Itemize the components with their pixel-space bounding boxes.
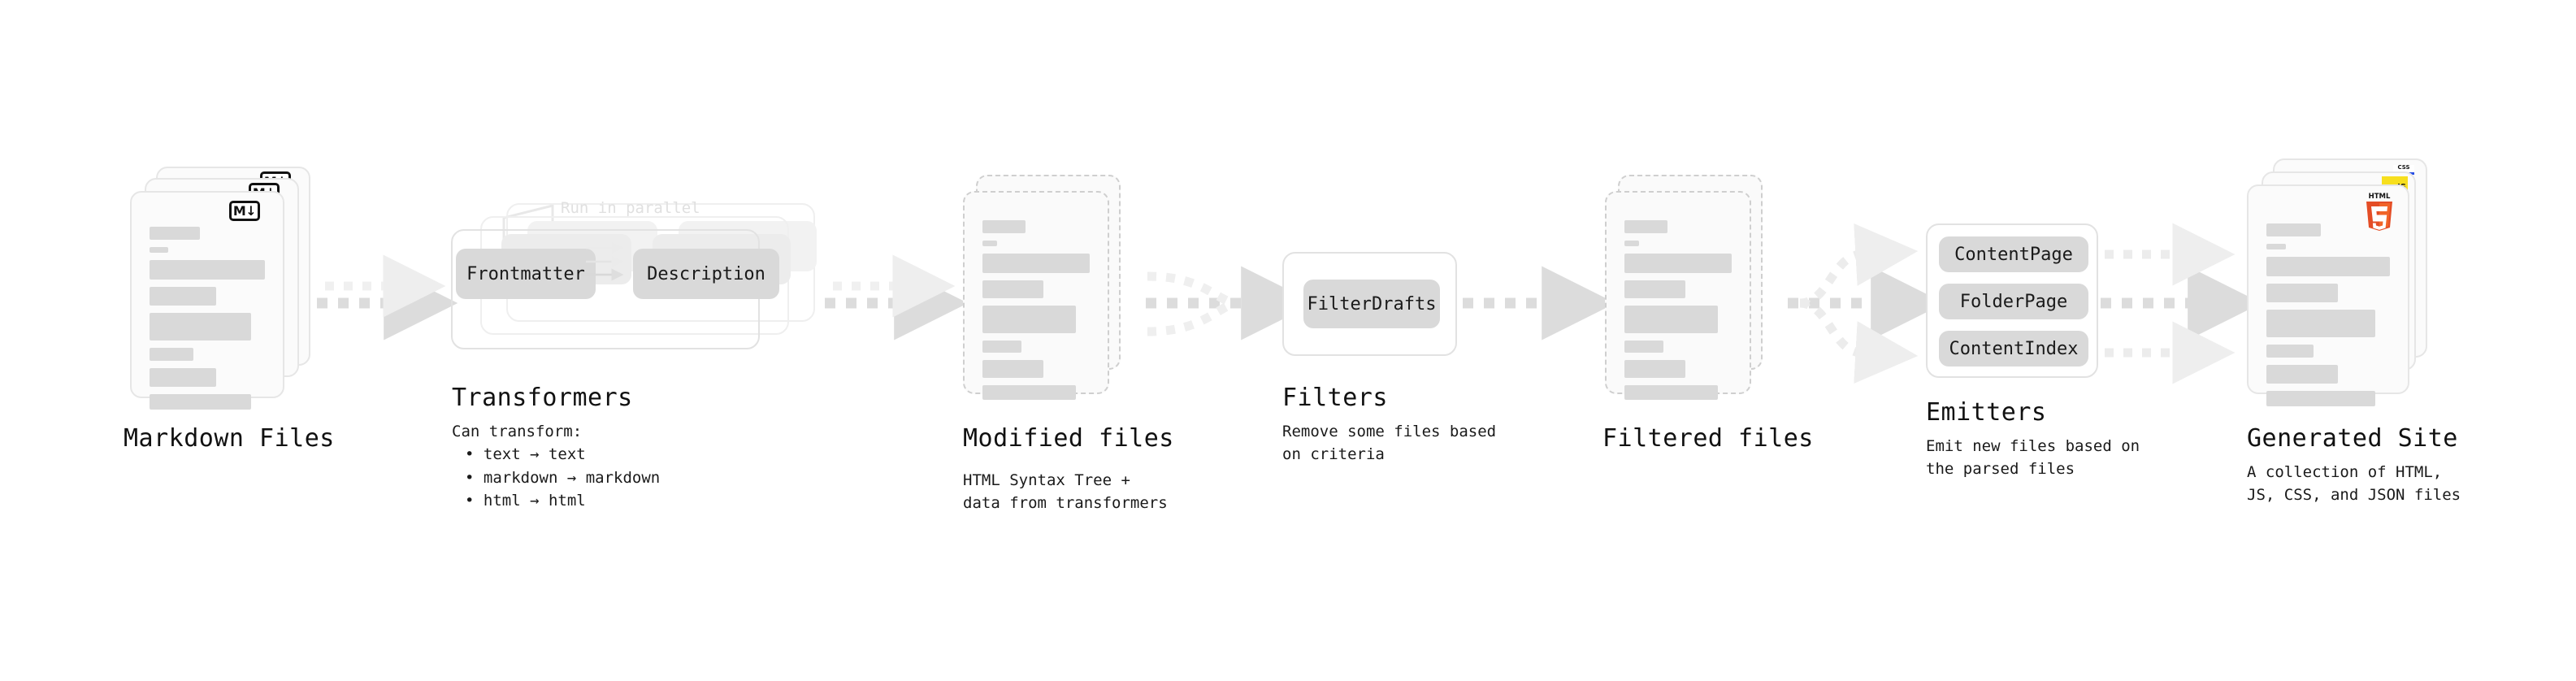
- skeleton-bar: [150, 368, 217, 387]
- skeleton-bar: [982, 220, 1026, 233]
- skeleton-bar: [1624, 220, 1667, 233]
- stage-generated-site: CSS JS HTML: [2247, 158, 2442, 406]
- arrow-transformers-to-modified: [825, 254, 969, 340]
- emitter-pill-contentindex[interactable]: ContentIndex: [1939, 331, 2088, 367]
- generated-site-subtitle: A collection of HTML, JS, CSS, and JSON …: [2247, 463, 2461, 504]
- modified-skeleton: [982, 220, 1090, 407]
- skeleton-bar: [982, 254, 1090, 273]
- label-generated-site: Generated Site: [2247, 424, 2458, 453]
- arrow-markdown-to-transformers: [317, 254, 458, 340]
- emitters-card: ContentPage FolderPage ContentIndex: [1926, 223, 2098, 378]
- skeleton-bar: [2266, 257, 2390, 276]
- markdown-card-front: M↓: [130, 191, 284, 410]
- arrow-emitters-to-site: [2101, 223, 2262, 384]
- transformers-bullet-list: text → text markdown → markdown html → h…: [465, 443, 660, 513]
- modified-card-front: [963, 191, 1109, 400]
- skeleton-bar: [1624, 241, 1640, 246]
- list-item: html → html: [465, 489, 660, 513]
- skeleton-bar: [1624, 340, 1663, 353]
- markdown-file-stack: M↓ M↓ M↓: [130, 167, 317, 410]
- callout-run-in-parallel: Run in parallel: [561, 199, 700, 217]
- skeleton-bar: [2266, 365, 2339, 384]
- skeleton-bar: [1624, 306, 1718, 333]
- arrow-modified-to-filters: [1146, 266, 1316, 340]
- emitter-pill-contentpage[interactable]: ContentPage: [1939, 236, 2088, 272]
- filters-card: FilterDrafts: [1282, 252, 1457, 356]
- skeleton-bar: [2266, 244, 2287, 249]
- skeleton-bar: [1624, 360, 1686, 378]
- markdown-skeleton: [150, 227, 265, 417]
- transformer-internal-arrows: [581, 241, 624, 281]
- modified-file-stack: [963, 175, 1150, 410]
- site-card-front: HTML: [2247, 184, 2409, 406]
- skeleton-bar: [150, 313, 251, 340]
- skeleton-bar: [982, 241, 998, 246]
- skeleton-bar: [1624, 385, 1718, 400]
- stage-filtered-files: [1605, 175, 1792, 410]
- skeleton-bar: [982, 340, 1021, 353]
- label-filters: Filters: [1282, 384, 1388, 412]
- skeleton-bar: [150, 348, 193, 361]
- generated-site-skeleton: [2266, 223, 2390, 414]
- filtered-skeleton: [1624, 220, 1732, 407]
- skeleton-bar: [2266, 345, 2314, 358]
- modified-files-subtitle: HTML Syntax Tree + data from transformer…: [963, 471, 1168, 512]
- transformer-pill-frontmatter[interactable]: Frontmatter: [456, 249, 596, 299]
- skeleton-bar: [150, 247, 168, 253]
- skeleton-bar: [982, 360, 1044, 378]
- filter-pill-filterdrafts[interactable]: FilterDrafts: [1303, 280, 1440, 328]
- stage-markdown-files: M↓ M↓ M↓: [130, 167, 317, 410]
- stage-transformers: Frontmatter Description: [451, 203, 825, 366]
- arrow-filtered-to-emitters: [1788, 223, 1945, 384]
- list-item: text → text: [465, 443, 660, 466]
- transformers-subtitle: Can transform:: [452, 423, 583, 440]
- emitter-pill-folderpage[interactable]: FolderPage: [1939, 284, 2088, 319]
- label-markdown-files: Markdown Files: [124, 424, 335, 453]
- skeleton-bar: [982, 306, 1076, 333]
- skeleton-bar: [150, 394, 251, 410]
- skeleton-bar: [150, 287, 217, 306]
- skeleton-bar: [1624, 254, 1732, 273]
- markdown-badge-icon: M↓: [229, 201, 260, 221]
- svg-text:HTML: HTML: [2369, 193, 2391, 201]
- skeleton-bar: [982, 385, 1076, 400]
- label-emitters: Emitters: [1926, 398, 2047, 427]
- list-item: markdown → markdown: [465, 466, 660, 490]
- filtered-card-front: [1605, 191, 1751, 400]
- skeleton-bar: [2266, 284, 2339, 302]
- skeleton-bar: [2266, 223, 2321, 236]
- label-transformers: Transformers: [452, 384, 633, 412]
- stage-emitters: ContentPage FolderPage ContentIndex: [1926, 223, 2098, 378]
- stage-filters: FilterDrafts: [1282, 252, 1457, 356]
- label-filtered-files: Filtered files: [1602, 424, 1814, 453]
- filters-subtitle: Remove some files based on criteria: [1282, 423, 1497, 463]
- skeleton-bar: [2266, 391, 2375, 406]
- emitters-subtitle: Emit new files based on the parsed files: [1926, 437, 2140, 478]
- label-modified-files: Modified files: [963, 424, 1174, 453]
- skeleton-bar: [1624, 280, 1686, 298]
- generated-site-stack: CSS JS HTML: [2247, 158, 2442, 406]
- transformers-group-stack: Frontmatter Description: [451, 203, 825, 366]
- skeleton-bar: [2266, 310, 2375, 337]
- skeleton-bar: [150, 260, 265, 280]
- transformer-pill-description[interactable]: Description: [633, 249, 779, 299]
- stage-modified-files: [963, 175, 1150, 410]
- skeleton-bar: [982, 280, 1044, 298]
- filtered-file-stack: [1605, 175, 1792, 410]
- skeleton-bar: [150, 227, 201, 240]
- html5-badge-icon: HTML: [2361, 191, 2398, 233]
